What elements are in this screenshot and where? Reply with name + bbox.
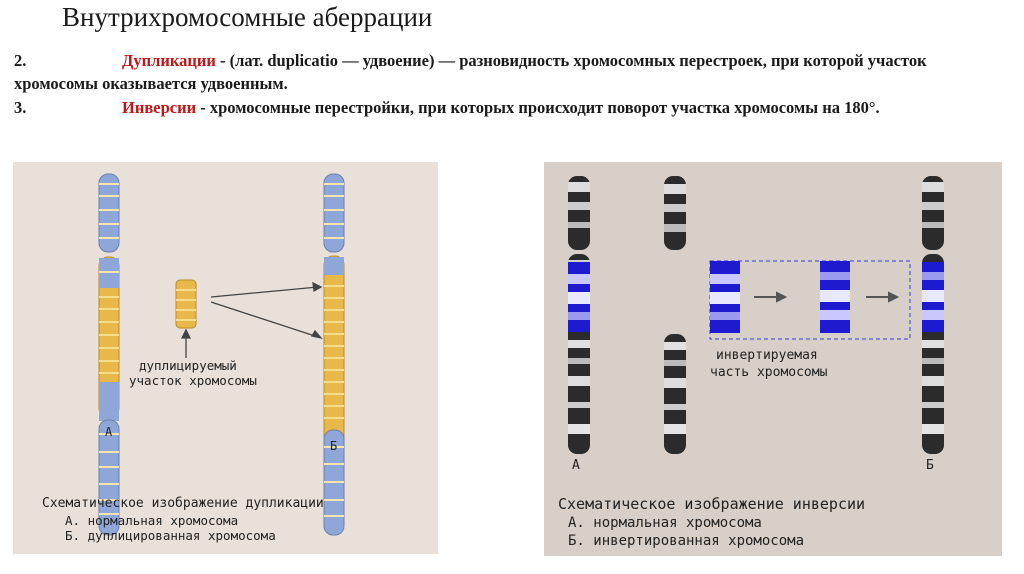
duplication-caption-1: Схематическое изображение дупликации	[42, 496, 324, 511]
excised-segment	[710, 261, 740, 333]
duplication-label-a: А	[105, 425, 113, 439]
inversion-diagram	[568, 176, 944, 454]
inversion-segment-label-1: инвертируемая	[716, 348, 818, 363]
broken-chromosome	[664, 176, 686, 454]
inversion-term: Инверсии	[122, 98, 197, 117]
inversion-label-a: А	[572, 458, 580, 473]
normal-chromosome-a	[568, 176, 590, 454]
inversion-label-b: Б	[926, 458, 934, 473]
inverted-segment	[820, 261, 850, 333]
inversion-figure: инвертируемая часть хромосомы А Б Схемат…	[544, 162, 1002, 556]
duplication-text: (лат. duplicatio — удвоение) — разновидн…	[14, 51, 927, 93]
inversion-dashed-frame	[709, 260, 911, 340]
inversion-segment-label-2: часть хромосомы	[710, 365, 828, 380]
duplication-segment-label-1: дуплицируемый	[139, 358, 237, 373]
duplication-arrows	[180, 281, 323, 358]
page-title: Внутрихромосомные аберрации	[62, 2, 433, 32]
duplication-term: Дупликации	[122, 51, 216, 70]
duplication-paragraph: 2. Дупликации - (лат. duplicatio — удвоен…	[14, 49, 1014, 95]
duplication-figure: дуплицируемый участок хромосомы А Б Схем…	[13, 162, 438, 554]
duplication-segment-label-2: участок хромосомы	[129, 373, 257, 388]
normal-chromosome-a	[98, 173, 120, 536]
inversion-paragraph: 3. Инверсии - хромосомные перестройки, пр…	[14, 96, 1014, 119]
inversion-caption-2: А. нормальная хромосома	[568, 515, 762, 531]
duplication-caption-2: А. нормальная хромосома	[65, 513, 239, 528]
duplication-label-b: Б	[330, 439, 338, 453]
inverted-chromosome-b	[922, 176, 944, 454]
inversion-caption-3: Б. инвертированная хромосома	[568, 533, 805, 549]
duplication-caption-3: Б. дуплицированная хромосома	[65, 528, 276, 543]
duplicated-chromosome-b	[323, 173, 345, 536]
duplicated-segment	[175, 279, 197, 329]
inversion-arrows	[754, 291, 900, 303]
inversion-number: 3.	[14, 98, 27, 117]
duplication-dash: -	[215, 51, 230, 70]
duplication-number: 2.	[14, 51, 27, 70]
duplication-diagram	[98, 173, 345, 536]
inversion-text: - хромосомные перестройки, при которых п…	[196, 98, 880, 117]
inversion-caption-1: Схематическое изображение инверсии	[558, 495, 866, 513]
